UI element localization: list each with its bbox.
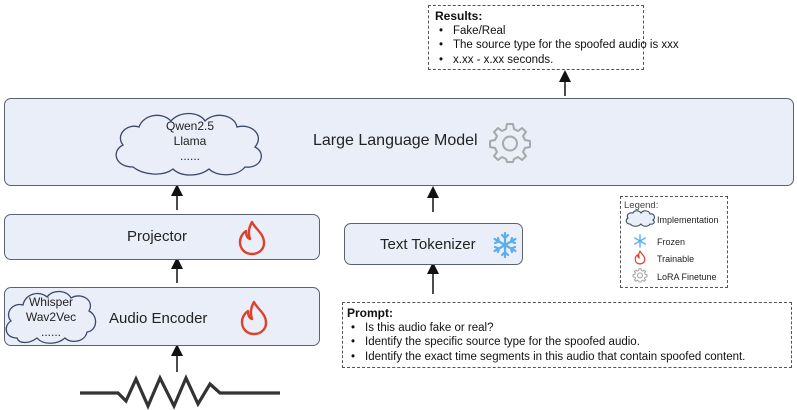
llm-cloud-text: Qwen2.5 Llama ...... [145,119,235,164]
results-item: x.xx - x.xx seconds. [435,53,637,68]
prompt-item: Identify the exact time segments in this… [347,350,787,365]
flame-icon [240,300,268,336]
cloud-line: Llama [173,134,207,148]
cloud-line: Qwen2.5 [165,119,215,133]
cloud-line: ...... [40,325,61,339]
snowflake-icon [493,231,517,259]
prompt-item: Identify the specific source type for th… [347,335,787,350]
snowflake-icon [634,234,646,248]
legend-item-frozen: Frozen [657,237,686,247]
llm-box: Qwen2.5 Llama ...... Large Language Mode… [4,98,794,186]
llm-label: Large Language Model [313,132,478,149]
flame-icon [238,220,266,256]
text-tokenizer-label: Text Tokenizer [380,236,476,253]
encoder-cloud-text: Whisper Wav2Vec ...... [9,295,93,340]
legend-box: Legend: Implementation Frozen Trainable … [620,196,728,288]
cloud-line: Whisper [28,295,73,309]
legend-item-trainable: Trainable [657,254,695,264]
results-box: Results: Fake/Real The source type for t… [428,5,679,70]
legend-item-lora-finetune: LoRA Finetune [657,272,717,282]
projector-box: Projector [4,214,320,260]
text-tokenizer-box: Text Tokenizer [344,223,523,265]
cloud-icon [625,210,655,227]
results-title: Results: [435,9,483,23]
cloud-line: ...... [179,149,200,163]
results-list: Fake/Real The source type for the spoofe… [435,24,679,68]
projector-label: Projector [127,228,188,245]
gear-icon [489,123,531,163]
results-item: The source type for the spoofed audio is… [435,38,679,53]
audio-encoder-box: Whisper Wav2Vec ...... Audio Encoder [4,287,320,346]
prompt-box: Prompt: Is this audio fake or real? Iden… [342,302,792,368]
prompt-title: Prompt: [347,306,393,320]
cloud-icon [115,112,262,176]
results-item: Fake/Real [435,24,637,39]
prompt-list: Is this audio fake or real? Identify the… [347,321,787,365]
legend-title: Legend: [624,200,659,211]
prompt-item: Is this audio fake or real? [347,321,787,336]
gear-icon [632,268,648,283]
audio-encoder-label: Audio Encoder [109,310,208,327]
flame-icon [634,250,646,265]
cloud-icon [5,290,97,344]
legend-item-implementation: Implementation [657,215,719,225]
cloud-line: Wav2Vec [25,310,77,324]
waveform-icon [80,374,280,410]
